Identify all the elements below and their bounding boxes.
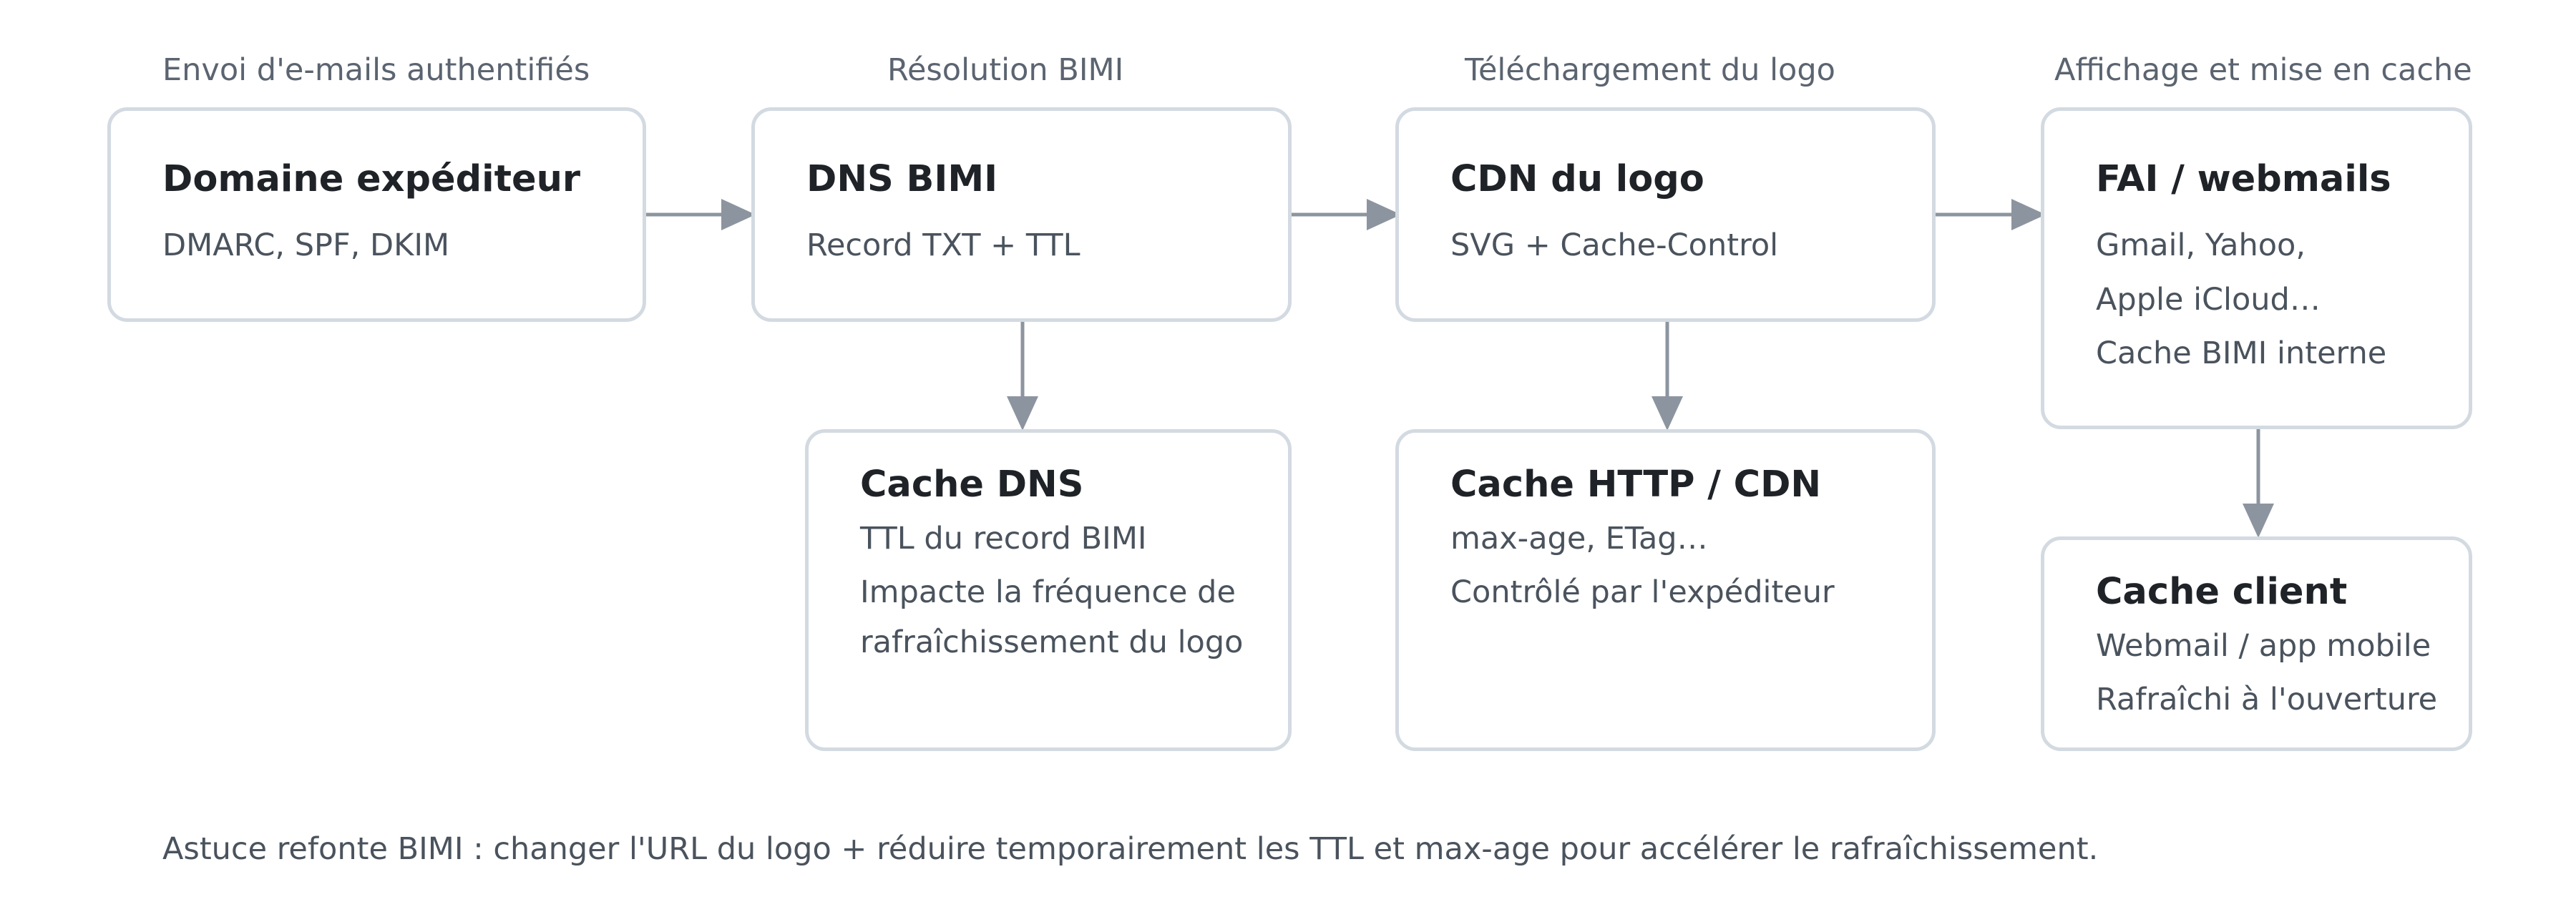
node-cache-http-cdn: Cache HTTP / CDN max-age, ETag… Contrôlé… [1395,429,1936,751]
arrow-dns-to-cache-dns [1007,322,1038,431]
node-fai-webmails: FAI / webmails Gmail, Yahoo, Apple iClou… [2041,107,2472,429]
node-line: TTL du record BIMI [860,521,1147,556]
node-line: Rafraîchi à l'ouverture [2096,682,2438,717]
node-line: Gmail, Yahoo, [2096,227,2306,263]
node-dns-bimi: DNS BIMI Record TXT + TTL [751,107,1292,322]
node-line: Impacte la fréquence de [860,574,1236,610]
node-cache-client: Cache client Webmail / app mobile Rafraî… [2041,536,2472,751]
node-line: SVG + Cache-Control [1450,227,1779,263]
arrow-fai-to-cache-client [2243,429,2274,538]
stage-label-affichage: Affichage et mise en cache [2054,52,2472,88]
node-title: FAI / webmails [2096,158,2391,200]
node-line: Apple iCloud… [2096,282,2321,318]
node-line: Cache BIMI interne [2096,335,2387,371]
node-cache-dns: Cache DNS TTL du record BIMI Impacte la … [805,429,1292,751]
arrow-dns-to-cdn [1292,199,1401,230]
node-line: Contrôlé par l'expéditeur [1450,574,1835,610]
node-title: Cache client [2096,571,2348,613]
node-cdn-logo: CDN du logo SVG + Cache-Control [1395,107,1936,322]
stage-label-envoi: Envoi d'e-mails authentifiés [162,52,590,88]
stage-label-telechargement: Téléchargement du logo [1465,52,1835,88]
node-line: max-age, ETag… [1450,521,1708,556]
arrow-domaine-to-dns [646,199,756,230]
node-line: Webmail / app mobile [2096,628,2431,664]
arrow-cdn-to-cache-http [1652,322,1683,431]
node-title: CDN du logo [1450,158,1704,200]
node-title: Cache DNS [860,464,1084,506]
node-line: Record TXT + TTL [806,227,1080,263]
node-title: Domaine expéditeur [162,158,581,200]
node-domaine-expediteur: Domaine expéditeur DMARC, SPF, DKIM [107,107,646,322]
stage-label-resolution: Résolution BIMI [887,52,1124,88]
node-line: rafraîchissement du logo [860,624,1244,660]
footnote-tip: Astuce refonte BIMI : changer l'URL du l… [162,831,2099,867]
node-title: DNS BIMI [806,158,998,200]
node-title: Cache HTTP / CDN [1450,464,1822,506]
node-line: DMARC, SPF, DKIM [162,227,450,263]
arrow-cdn-to-fai [1936,199,2046,230]
